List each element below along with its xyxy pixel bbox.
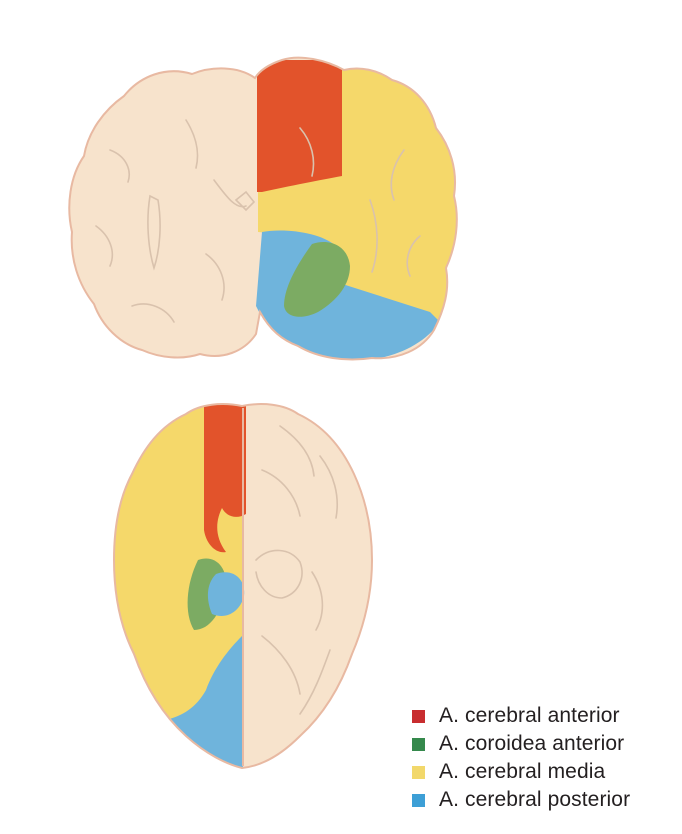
legend-item-anterior: A. cerebral anterior [412,702,630,730]
coronal-brain-view [69,58,470,361]
coronal-territory-anterior [257,60,342,192]
legend-label-posterior: A. cerebral posterior [439,788,630,812]
legend-label-anterior: A. cerebral anterior [439,704,620,728]
axial-brain-view [100,396,372,780]
legend-item-posterior: A. cerebral posterior [412,786,630,814]
legend-swatch-coroidea [412,738,425,751]
legend-swatch-anterior [412,710,425,723]
legend-label-coroidea: A. coroidea anterior [439,732,624,756]
legend-item-coroidea: A. coroidea anterior [412,730,630,758]
legend-label-media: A. cerebral media [439,760,605,784]
legend-item-media: A. cerebral media [412,758,630,786]
legend: A. cerebral anterior A. coroidea anterio… [412,702,630,814]
legend-swatch-posterior [412,794,425,807]
legend-swatch-media [412,766,425,779]
